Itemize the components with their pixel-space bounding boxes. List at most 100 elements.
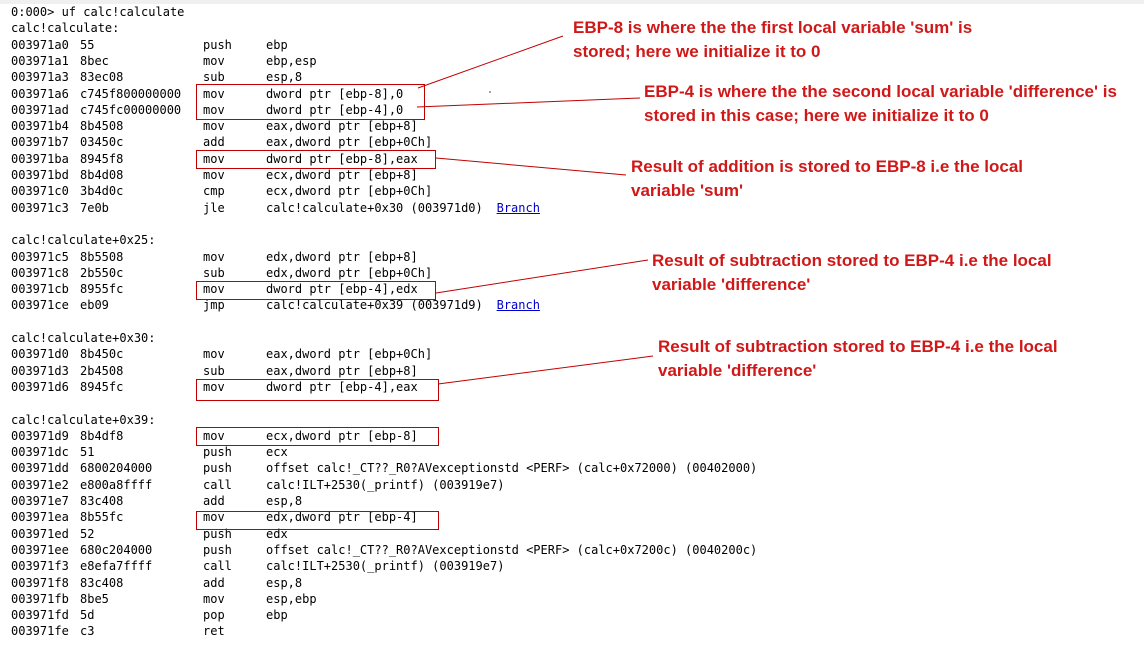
highlight-box-init-locals [196, 84, 425, 120]
operands: offset calc!_CT??_R0?AVexceptionstd <PER… [266, 542, 758, 557]
operands: esp,8 [266, 575, 303, 590]
opcode-bytes: 8945f8 [80, 151, 124, 166]
opcode-bytes: 8b4508 [80, 119, 124, 134]
address: 003971a0 [11, 37, 69, 52]
mnemonic: push [203, 461, 232, 476]
highlight-box-store-sum [196, 150, 436, 169]
address: 003971ed [11, 526, 69, 541]
mnemonic: push [203, 445, 232, 460]
address: 003971d3 [11, 363, 69, 378]
address: 003971dd [11, 461, 69, 476]
branch-link[interactable]: Branch [496, 200, 540, 215]
opcode-bytes: 03450c [80, 135, 124, 150]
operands: calc!calculate+0x30 (003971d0) [266, 200, 483, 215]
address: 003971dc [11, 445, 69, 460]
mnemonic: sub [203, 363, 225, 378]
operands: calc!ILT+2530(_printf) (003919e7) [266, 559, 505, 574]
opcode-bytes: 83c408 [80, 575, 124, 590]
opcode-bytes: 51 [80, 445, 95, 460]
operands: eax,dword ptr [ebp+8] [266, 119, 418, 134]
opcode-bytes: 8bec [80, 53, 109, 68]
address: 003971c3 [11, 200, 69, 215]
opcode-bytes: 55 [80, 37, 95, 52]
address: 003971c5 [11, 249, 69, 264]
address: 003971d0 [11, 347, 69, 362]
opcode-bytes: 8955fc [80, 282, 124, 297]
mnemonic: push [203, 542, 232, 557]
opcode-bytes: e8efa7ffff [80, 559, 153, 574]
highlight-box-store-difference-2 [196, 379, 439, 401]
operands: ebp [266, 37, 288, 52]
address: 003971f8 [11, 575, 69, 590]
mnemonic: mov [203, 591, 225, 606]
opcode-bytes: 2b4508 [80, 363, 124, 378]
opcode-bytes: 8b4d08 [80, 168, 124, 182]
operands: dword ptr [ebp-8],eax [266, 151, 418, 166]
highlight-box-load-sum [196, 427, 439, 446]
operands: ecx [266, 445, 288, 460]
operands: eax,dword ptr [ebp+0Ch] [266, 135, 433, 150]
address: 003971fb [11, 591, 69, 606]
mnemonic: call [203, 477, 232, 492]
address: 003971bd [11, 168, 69, 182]
address: 003971ee [11, 542, 69, 557]
opcode-bytes: 2b550c [80, 265, 124, 280]
opcode-bytes: e800a8ffff [80, 477, 153, 492]
operands: eax,dword ptr [ebp+0Ch] [266, 347, 433, 362]
opcode-bytes: 3b4d0c [80, 184, 124, 199]
address: 003971c0 [11, 184, 69, 199]
operands: dword ptr [ebp-8],0 [266, 86, 404, 101]
label-line: calc!calculate: [11, 21, 120, 36]
mnemonic: mov [203, 102, 225, 117]
opcode-bytes: c745f800000000 [80, 86, 182, 101]
address: 003971b7 [11, 135, 69, 150]
operands: edx,dword ptr [ebp-4] [266, 510, 418, 525]
mnemonic: push [203, 37, 232, 52]
label-line: calc!calculate+0x30: [11, 331, 156, 345]
mnemonic: push [203, 526, 232, 541]
annotation-ebp8-init: EBP-8 is where the the first local varia… [573, 18, 973, 61]
mnemonic: cmp [203, 184, 225, 199]
opcode-bytes: 680c204000 [80, 542, 153, 557]
mnemonic: mov [203, 379, 225, 394]
connector-line-4 [435, 259, 649, 294]
operands: edx,dword ptr [ebp+8] [266, 249, 418, 264]
operands: dword ptr [ebp-4],edx [266, 282, 418, 297]
operands: esp,8 [266, 494, 303, 508]
opcode-bytes: eb09 [80, 298, 109, 313]
mnemonic: mov [203, 282, 225, 297]
address: 003971ce [11, 298, 69, 313]
mnemonic: mov [203, 249, 225, 264]
operands: edx,dword ptr [ebp+0Ch] [266, 265, 433, 280]
operands: dword ptr [ebp-4],0 [266, 102, 404, 117]
address: 003971e7 [11, 494, 69, 508]
stray-dot [489, 91, 491, 93]
connector-line-3 [435, 157, 627, 176]
operands: ecx,dword ptr [ebp+8] [266, 168, 418, 182]
address: 003971fd [11, 608, 69, 623]
operands: dword ptr [ebp-4],eax [266, 379, 418, 394]
label-line: calc!calculate+0x39: [11, 412, 156, 427]
connector-line-5 [437, 355, 654, 385]
operands: ebp [266, 608, 288, 623]
branch-link[interactable]: Branch [496, 298, 540, 313]
mnemonic: pop [203, 608, 225, 623]
address: 003971f3 [11, 559, 69, 574]
address: 003971ba [11, 151, 69, 166]
annotation-subtraction-result-1: Result of subtraction stored to EBP-4 i.… [652, 251, 1052, 294]
mnemonic: add [203, 575, 225, 590]
address: 003971cb [11, 282, 69, 297]
mnemonic: call [203, 559, 232, 574]
mnemonic: sub [203, 265, 225, 280]
operands: esp,8 [266, 70, 303, 85]
operands: calc!ILT+2530(_printf) (003919e7) [266, 477, 505, 492]
address: 003971ad [11, 102, 69, 117]
opcode-bytes: 8be5 [80, 591, 109, 606]
opcode-bytes: c745fc00000000 [80, 102, 182, 117]
connector-line-2 [416, 97, 641, 108]
operands: esp,ebp [266, 591, 317, 606]
address: 003971a1 [11, 53, 69, 68]
top-strip [0, 0, 1144, 4]
mnemonic: mov [203, 119, 225, 134]
operands: offset calc!_CT??_R0?AVexceptionstd <PER… [266, 461, 758, 476]
